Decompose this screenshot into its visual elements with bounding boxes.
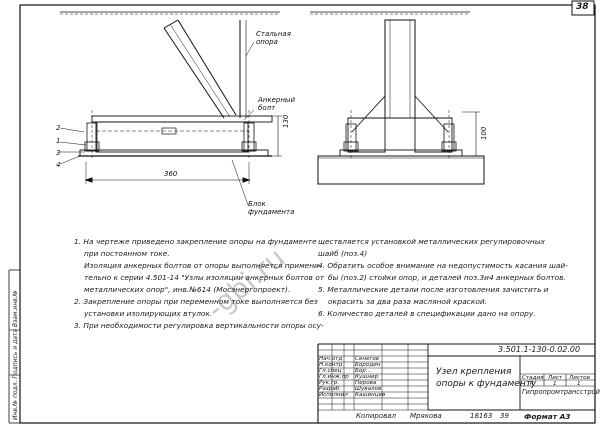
sign-role: Гл.спец [319,368,342,374]
sign-name: Шувалов [355,386,382,392]
copied-label: Копировал [356,412,396,420]
note-line: окрасить за два раза масляной краской. [328,297,487,306]
title-block-lines [317,343,595,423]
sign-role: Нач.отд [319,356,343,362]
callout-2: 2 [56,124,61,132]
sign-name: Перова [355,380,377,386]
sheet-value: 1 [553,381,557,387]
note-line: ществляется установкой металлических рег… [318,237,545,246]
sign-name: Кушнир [355,374,379,380]
sheet-number: 39 [500,412,509,420]
note-line: 4. Обратить особое внимание на недопусти… [318,261,568,270]
anchor-bolt-label: Анкерный болт [258,96,295,112]
stage-header: Стадия [522,375,544,381]
sign-name: Кашинцев [355,392,386,398]
sign-role: Исполнил [319,392,348,398]
note-line: 3. При необходимости регулировка вертика… [74,321,324,330]
document-code: 3.501.1-130-0.02.00 [498,345,581,354]
sign-role: Рук.гр. [319,380,340,386]
callout-3: 3 [56,149,61,157]
drawing-title: Узел крепления опоры к фундаменту [436,367,537,389]
note-line: 6. Количество деталей в спецификации дан… [318,309,536,318]
copied-signature: Мрякова [410,412,442,420]
callout-4: 4 [56,161,61,169]
sheets-value: 1 [577,381,581,387]
format-label: Формат А3 [524,412,571,421]
notes-left: 1. На чертеже приведено закрепление опор… [74,236,324,332]
stage-value: Р [530,381,534,387]
note-line: 1. На чертеже приведено закрепление опор… [74,237,317,246]
left-view [59,11,282,206]
sheet-header: Лист [548,375,563,381]
note-line: 2. Закрепление опоры при переменном токе… [74,297,318,306]
sign-name: Сенегов [355,356,380,362]
sign-role: Гл.инж.пр [319,374,349,380]
note-line: установки изолирующих втулок. [84,309,213,318]
order-number: 18163 [470,412,493,420]
sheets-header: Листов [569,375,590,381]
right-view [310,11,485,185]
note-line: при постоянном токе. [84,249,170,258]
note-line: металлических опор", инв.№614 (Мосэнерго… [84,285,291,294]
sign-role: Н.контр. [319,362,345,368]
dimension-360: 360 [164,170,178,178]
note-line: тельно к серии 4.501-14 "Узлы изоляции а… [84,273,325,282]
note-line: бы (поз.2) стойки опор, и деталей поз.3и… [328,273,566,282]
foundation-block-label: Блок фундамента [248,200,295,216]
callout-1: 1 [56,137,61,145]
note-line: 5. Металлические детали после изготовлен… [318,285,549,294]
side-stamp: Инв.№ подл. Подпись и дата Взам.инв.№ [12,290,19,420]
organization: Гипропромтрансстрой [522,388,600,396]
sign-role: Разраб. [319,386,341,392]
page-number: 38 [576,2,589,12]
dimension-100: 100 [480,126,488,140]
steel-support-label: Стальная опора [256,30,291,46]
sign-name: Бородин [355,362,381,368]
note-line: шайб (поз.4) [318,249,368,258]
sign-name: Бор... [355,368,372,374]
notes-right: ществляется установкой металлических рег… [318,236,568,320]
dimension-130: 130 [282,114,290,128]
note-line: Изоляция анкерных болтов от опоры выполн… [84,261,322,270]
